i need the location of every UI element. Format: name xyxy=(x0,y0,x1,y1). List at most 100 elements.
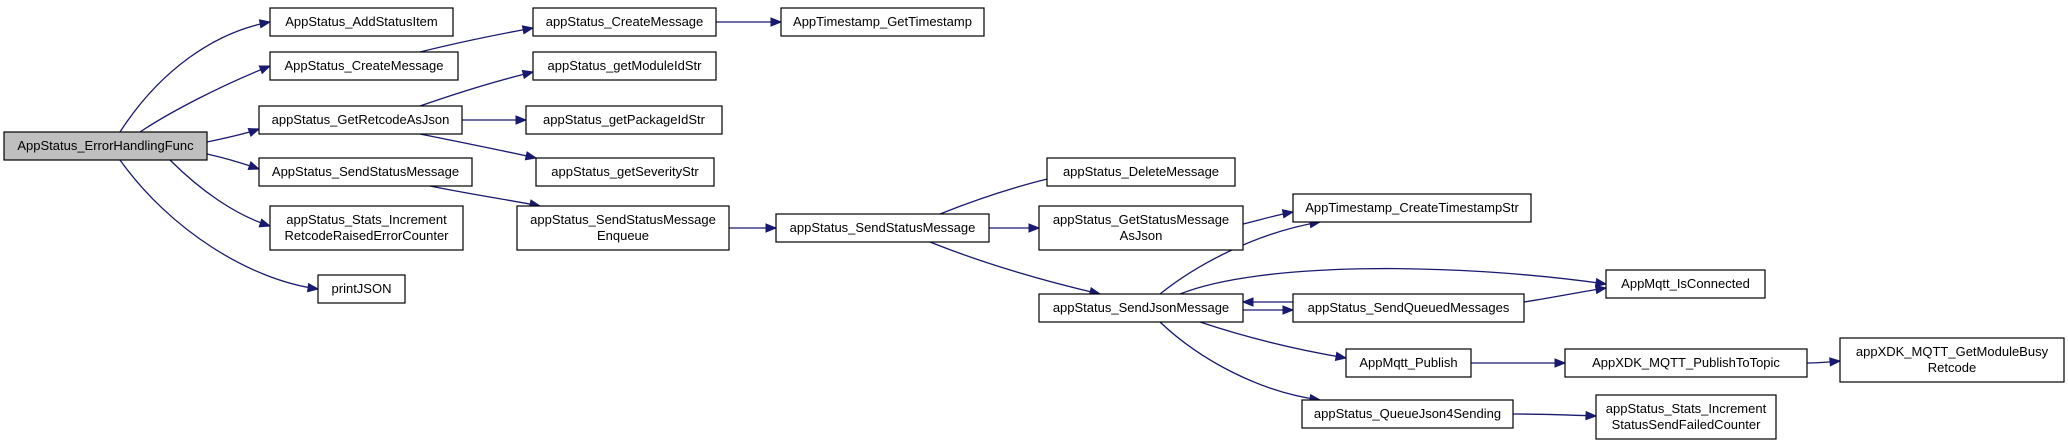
node-box xyxy=(775,213,990,243)
edge-n16-n20 xyxy=(1199,321,1348,361)
node-box xyxy=(269,7,454,37)
node-box xyxy=(532,51,717,81)
node-box xyxy=(1038,293,1244,323)
edge-n0-n5 xyxy=(169,159,272,228)
edge-line xyxy=(419,71,534,107)
nodes-layer: AppStatus_ErrorHandlingFunc AppStatus_Add… xyxy=(3,7,2065,440)
node-box xyxy=(1301,399,1514,429)
node-label: Retcode xyxy=(1928,360,1976,375)
arrowhead-icon xyxy=(1281,209,1295,219)
node-box xyxy=(1595,394,1777,440)
arrowhead-icon xyxy=(515,115,528,125)
edge-n22-n23 xyxy=(1806,357,1842,367)
edge-n3-n11 xyxy=(419,133,538,161)
edge-n3-n9 xyxy=(419,69,535,107)
arrowhead-icon xyxy=(1594,277,1608,288)
node-box xyxy=(1605,269,1766,299)
node-appstatus-errorhandlingfunc[interactable]: AppStatus_ErrorHandlingFunc xyxy=(3,131,208,161)
node-appstatus-createmessage[interactable]: appStatus_CreateMessage xyxy=(532,7,717,37)
node-appstatus-getretcodeasjson[interactable]: appStatus_GetRetcodeAsJson xyxy=(258,105,463,135)
node-label: appStatus_SendStatusMessage xyxy=(530,212,716,227)
node-box xyxy=(1345,348,1472,378)
node-appstatus-getpackageidstr[interactable]: appStatus_getPackageIdStr xyxy=(525,105,723,135)
edge-n20-n22 xyxy=(1470,358,1567,368)
node-appstatus-queuejson4sending[interactable]: appStatus_QueueJson4Sending xyxy=(1301,399,1514,429)
node-label: appStatus_SendStatusMessage xyxy=(790,220,976,235)
arrowhead-icon xyxy=(521,69,535,80)
node-appstatus-stats-incrementstatussendfailedcounter[interactable]: appStatus_Stats_IncrementStatusSendFaile… xyxy=(1595,394,1777,440)
arrowhead-icon xyxy=(770,17,783,27)
edge-line xyxy=(1523,287,1607,303)
node-label: appStatus_CreateMessage xyxy=(546,14,704,29)
node-label: AppXDK_MQTT_PublishToTopic xyxy=(1592,355,1780,370)
arrowhead-icon xyxy=(524,151,538,161)
arrowhead-icon xyxy=(306,282,320,293)
node-appstatus-deletemessage[interactable]: appStatus_DeleteMessage xyxy=(1046,157,1236,187)
node-label: appStatus_SendJsonMessage xyxy=(1053,300,1229,315)
edge-n4-n12 xyxy=(429,185,542,209)
edge-n7-n8 xyxy=(716,17,783,27)
arrowhead-icon xyxy=(1585,410,1598,421)
node-label: AppTimestamp_CreateTimestampStr xyxy=(1305,200,1519,215)
node-appstatus-getmoduleidstr[interactable]: appStatus_getModuleIdStr xyxy=(532,51,717,81)
node-label: appStatus_GetRetcodeAsJson xyxy=(272,112,450,127)
node-label: AppStatus_AddStatusItem xyxy=(285,14,437,29)
node-box xyxy=(3,131,208,161)
edge-line xyxy=(419,133,537,159)
node-label: appStatus_Stats_Increment xyxy=(1606,401,1767,416)
edge-n0-n4 xyxy=(206,153,261,170)
node-box xyxy=(532,7,717,37)
node-box xyxy=(258,105,463,135)
node-box xyxy=(516,205,730,251)
edge-n18-n19 xyxy=(1523,284,1608,303)
node-label: appStatus_getPackageIdStr xyxy=(543,112,706,127)
edge-line xyxy=(429,185,541,207)
edge-line xyxy=(1512,413,1597,417)
node-label: appStatus_QueueJson4Sending xyxy=(1314,406,1501,421)
edge-line xyxy=(1179,267,1607,295)
node-appstatus-createmessage[interactable]: AppStatus_CreateMessage xyxy=(269,51,459,81)
edge-line xyxy=(929,241,1101,295)
arrowhead-icon xyxy=(258,65,272,75)
edge-n16-n18 xyxy=(1243,305,1295,315)
node-label: AppStatus_CreateMessage xyxy=(285,58,444,73)
edge-line xyxy=(119,159,319,290)
node-label: StatusSendFailedCounter xyxy=(1612,417,1762,432)
node-appstatus-sendjsonmessage[interactable]: appStatus_SendJsonMessage xyxy=(1038,293,1244,323)
node-box xyxy=(525,105,723,135)
edge-n15-n17 xyxy=(1242,209,1295,225)
node-label: AppTimestamp_GetTimestamp xyxy=(793,14,972,29)
arrowhead-icon xyxy=(247,161,261,170)
arrowhead-icon xyxy=(1594,284,1608,295)
node-appmqtt-publish[interactable]: AppMqtt_Publish xyxy=(1345,348,1472,378)
node-apptimestamp-createtimestampstr[interactable]: AppTimestamp_CreateTimestampStr xyxy=(1292,193,1532,223)
node-printjson[interactable]: printJSON xyxy=(317,274,406,304)
node-label: appStatus_getSeverityStr xyxy=(551,164,699,179)
node-label: printJSON xyxy=(332,281,392,296)
node-label: appStatus_Stats_Increment xyxy=(286,212,447,227)
node-apptimestamp-gettimestamp[interactable]: AppTimestamp_GetTimestamp xyxy=(780,7,985,37)
node-box xyxy=(780,7,985,37)
node-label: Enqueue xyxy=(597,228,649,243)
node-appstatus-sendstatusmessage[interactable]: appStatus_SendStatusMessage xyxy=(775,213,990,243)
node-box xyxy=(258,157,473,187)
node-appstatus-sendstatusmessage[interactable]: AppStatus_SendStatusMessage xyxy=(258,157,473,187)
edge-n16-n19 xyxy=(1179,267,1608,295)
arrowhead-icon xyxy=(258,19,272,29)
node-label: AppMqtt_IsConnected xyxy=(1621,276,1750,291)
node-appxdk-mqtt-publishtotopic[interactable]: AppXDK_MQTT_PublishToTopic xyxy=(1564,348,1808,378)
node-appstatus-getseveritystr[interactable]: appStatus_getSeverityStr xyxy=(535,157,715,187)
node-appstatus-addstatusitem[interactable]: AppStatus_AddStatusItem xyxy=(269,7,454,37)
node-box xyxy=(317,274,406,304)
node-label: AppMqtt_Publish xyxy=(1359,355,1457,370)
arrowhead-icon xyxy=(247,128,261,137)
edge-n2-n7 xyxy=(419,25,535,53)
arrowhead-icon xyxy=(1334,351,1348,361)
edge-line xyxy=(139,65,271,133)
node-appstatus-stats-incrementretcoderaisederrorcounter[interactable]: appStatus_Stats_IncrementRetcodeRaisedEr… xyxy=(269,205,464,251)
node-appstatus-sendqueuedmessages[interactable]: appStatus_SendQueuedMessages xyxy=(1292,293,1525,323)
node-appmqtt-isconnected[interactable]: AppMqtt_IsConnected xyxy=(1605,269,1766,299)
